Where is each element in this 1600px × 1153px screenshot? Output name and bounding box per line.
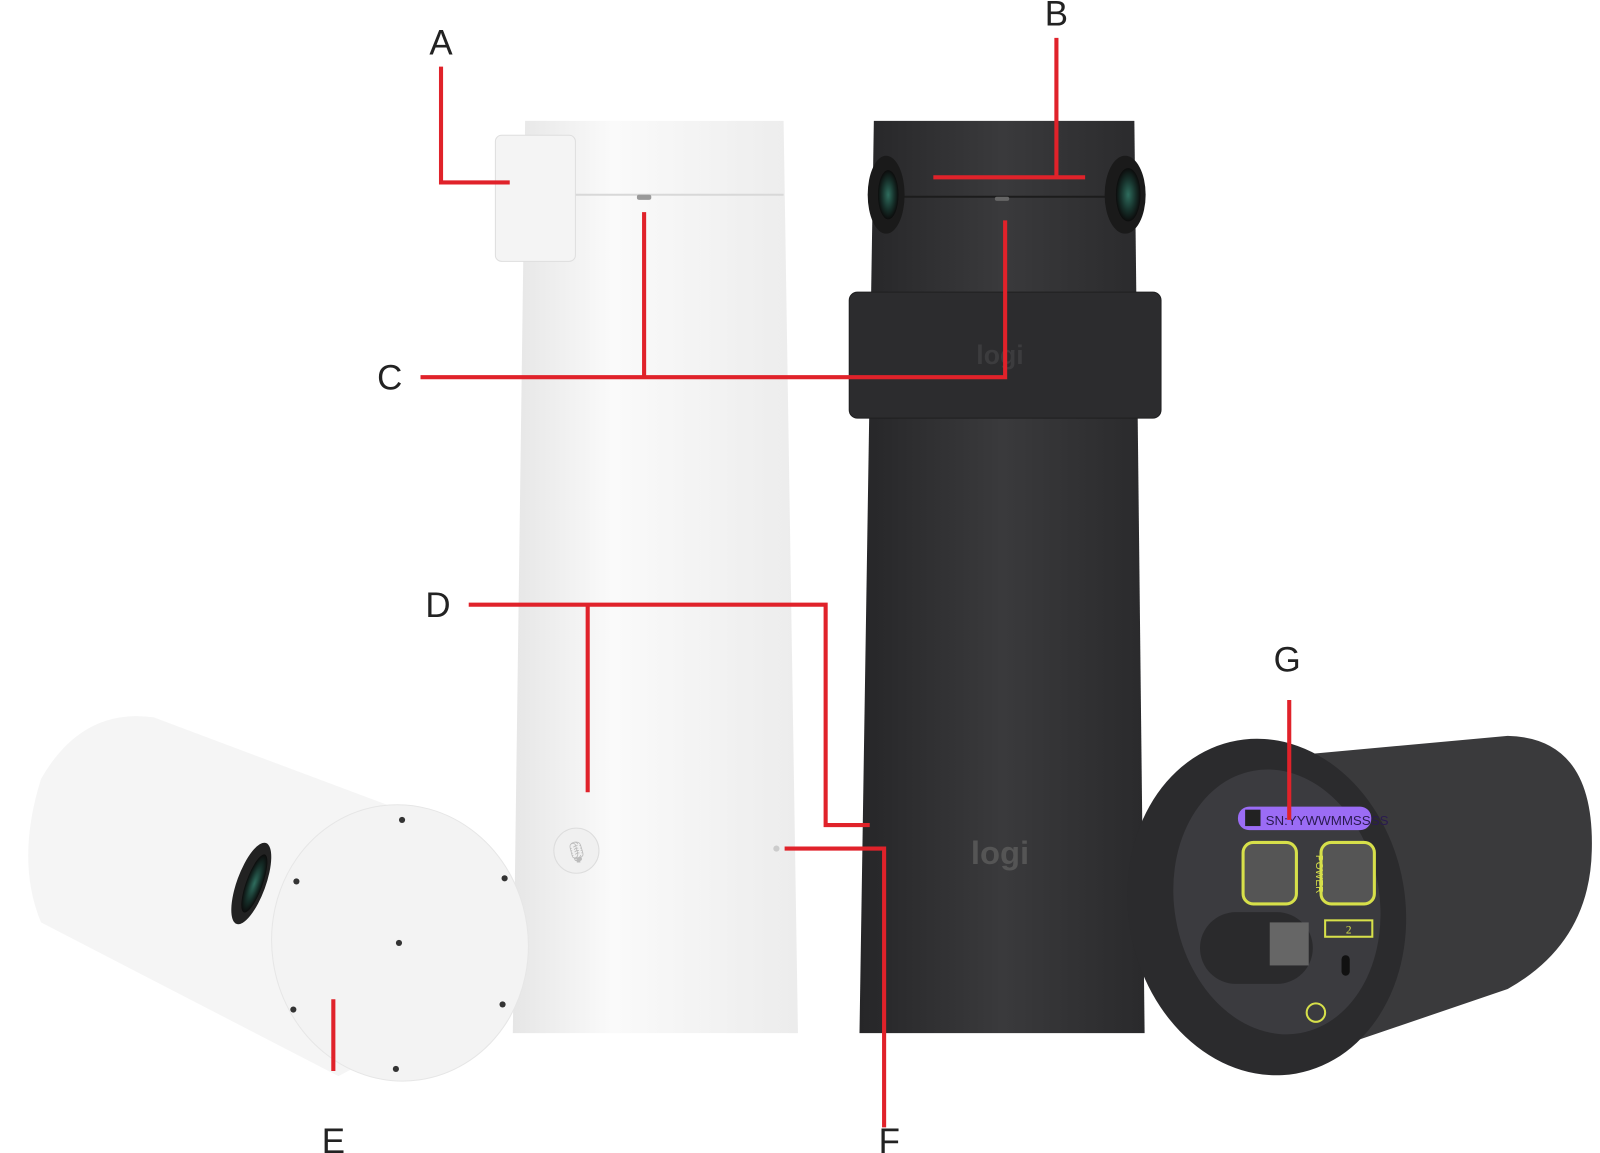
callout-e: E — [322, 1122, 345, 1153]
network-port — [1241, 840, 1298, 906]
microphone-icon: 🎙 — [563, 841, 589, 864]
collar-logo: logi — [976, 340, 1023, 370]
dark-tower: logi logi — [848, 120, 1162, 1034]
white-tower: 🎙 — [494, 120, 798, 1034]
callout-g: G — [1274, 640, 1301, 679]
callout-a: A — [429, 23, 453, 62]
callout-lines — [331, 37, 1292, 1128]
lock-slot — [1341, 955, 1350, 976]
white-cylinder — [28, 716, 529, 1082]
port-number: 2 — [1346, 925, 1352, 937]
serial-number: SN:YYWWMMSSSS — [1266, 813, 1389, 828]
dark-cylinder: SN:YYWWMMSSSS POWER 2 — [1127, 735, 1592, 1076]
reset-button — [1305, 1002, 1327, 1023]
power-label: POWER — [1313, 855, 1324, 894]
callout-d: D — [425, 586, 450, 625]
brand-logo: logi — [971, 834, 1029, 871]
serial-sticker — [1237, 806, 1372, 831]
usb-port — [1269, 922, 1309, 966]
callout-b: B — [1045, 0, 1068, 34]
power-port — [1319, 840, 1376, 906]
mute-button — [553, 827, 600, 874]
led-indicator — [636, 194, 652, 200]
callout-c: C — [377, 358, 402, 397]
callout-f: F — [879, 1122, 900, 1153]
privacy-shutter — [494, 134, 576, 262]
